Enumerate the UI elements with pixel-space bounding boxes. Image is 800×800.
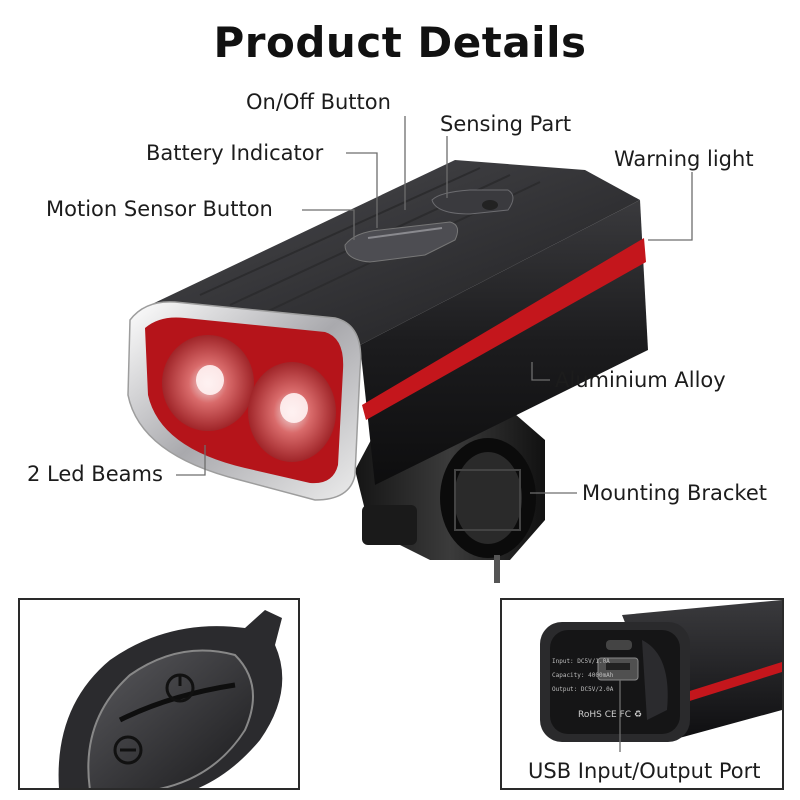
label-motion-sensor-button: Motion Sensor Button	[46, 197, 273, 221]
usb-port-illustration	[540, 600, 782, 742]
label-led-beams: 2 Led Beams	[27, 462, 163, 486]
certification-marks: RoHS CE FC ♻	[578, 710, 642, 720]
top-controls	[344, 189, 514, 263]
mode-icon	[113, 735, 143, 765]
label-usb-port: USB Input/Output Port	[528, 759, 761, 783]
port-output-spec: Output: DC5V/2.0A	[552, 686, 614, 693]
usb-port-inset: Input: DC5V/1.0A Capacity: 4000mAh Outpu…	[500, 598, 784, 790]
button-closeup-illustration	[58, 610, 283, 788]
button-closeup-inset	[18, 598, 300, 790]
usb-c-port	[606, 640, 632, 650]
label-aluminium-alloy: Aluminium Alloy	[555, 368, 726, 392]
port-capacity-spec: Capacity: 4000mAh	[552, 672, 614, 679]
port-input-spec: Input: DC5V/1.0A	[552, 658, 610, 665]
label-battery-indicator: Battery Indicator	[146, 141, 324, 165]
label-on-off-button: On/Off Button	[246, 90, 391, 114]
label-warning-light: Warning light	[614, 147, 754, 171]
label-mounting-bracket: Mounting Bracket	[582, 481, 767, 505]
label-sensing-part: Sensing Part	[440, 112, 572, 136]
page-title: Product Details	[213, 18, 587, 67]
callout-leaders	[176, 116, 693, 494]
